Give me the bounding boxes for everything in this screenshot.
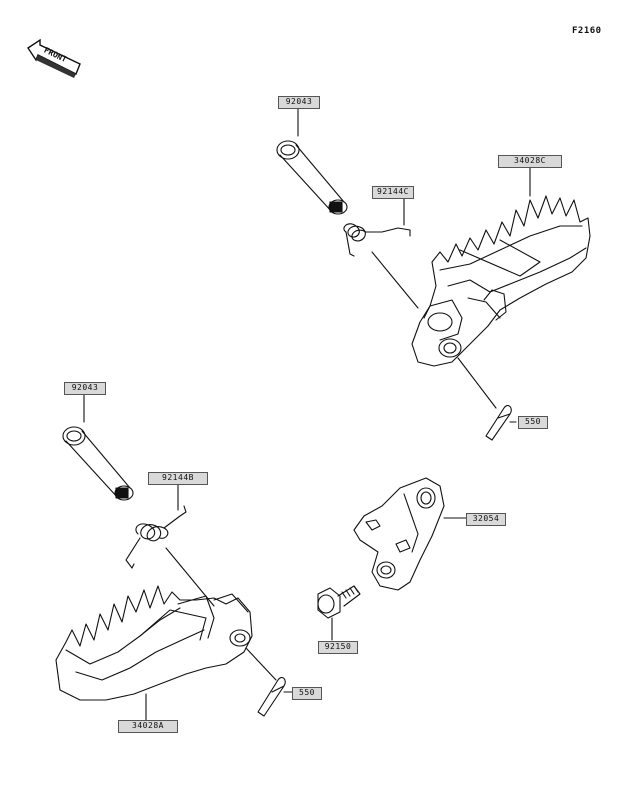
callout-550-upper: 550 [518, 416, 548, 429]
footpeg-lower-part [55, 585, 253, 701]
callout-92144b: 92144B [148, 472, 208, 485]
callout-34028c: 34028C [498, 155, 562, 168]
front-arrow-icon: FRONT [27, 38, 81, 78]
pin-lower-part [62, 426, 134, 501]
pin-upper-part [276, 140, 348, 215]
spring-upper-part [343, 223, 411, 257]
callout-32054: 32054 [466, 513, 506, 526]
spring-lower-part [125, 505, 187, 569]
bracket-part [353, 477, 445, 591]
callout-92144c: 92144C [372, 186, 414, 199]
cotter-upper-part [485, 405, 512, 441]
callout-550-lower: 550 [292, 687, 322, 700]
bolt-part [317, 585, 361, 619]
figure-code: F2160 [572, 26, 602, 36]
cotter-lower-part [257, 677, 286, 717]
callout-34028a: 34028A [118, 720, 178, 733]
callout-92043-lower: 92043 [64, 382, 106, 395]
callout-92150: 92150 [318, 641, 358, 654]
footpeg-upper-part [411, 195, 591, 367]
callout-92043-upper: 92043 [278, 96, 320, 109]
